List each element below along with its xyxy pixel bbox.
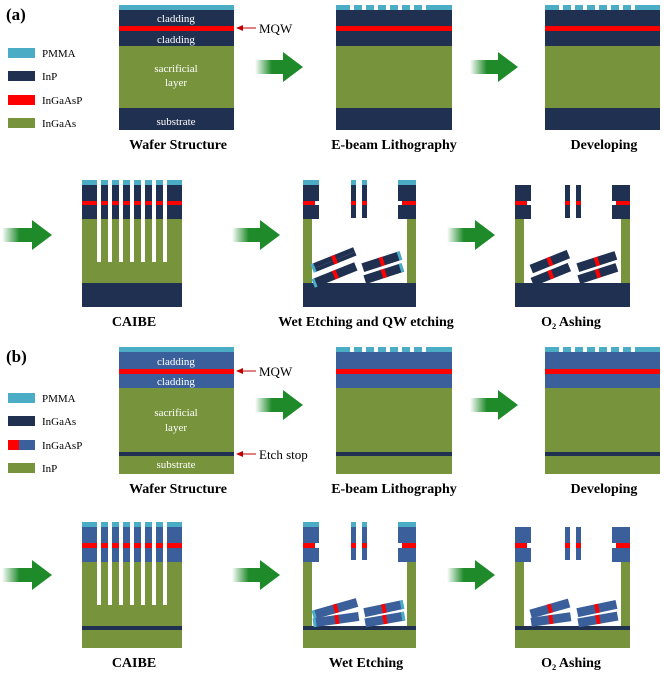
process-arrow — [2, 560, 52, 590]
step-label-ebeam-lithography: E-beam Lithography — [331, 138, 457, 153]
legend-swatch — [8, 463, 35, 473]
o2-ashing-a — [515, 185, 630, 307]
legend-label: InP — [42, 463, 57, 475]
layer-label-cladding-bottom: cladding — [157, 34, 195, 46]
layer-label-cladding-top: cladding — [157, 356, 195, 368]
wafer-structure-a: cladding cladding sacrificial layer subs… — [119, 5, 234, 130]
legend-swatch-ingaasp-red — [8, 440, 19, 450]
process-arrow — [470, 390, 518, 420]
layer-label-substrate: substrate — [156, 459, 195, 471]
developing-b — [545, 347, 660, 474]
process-arrow — [2, 220, 52, 250]
step-label-wafer-structure: Wafer Structure — [129, 482, 227, 497]
process-arrow — [255, 390, 303, 420]
step-label-ebeam-lithography: E-beam Lithography — [331, 482, 457, 497]
legend-swatch-pmma — [8, 393, 35, 403]
wafer-structure-b: cladding cladding sacrificial layer subs… — [119, 347, 234, 474]
legend-swatch — [8, 416, 35, 426]
ebeam-lithography-a — [336, 5, 452, 130]
legend-label: PMMA — [42, 393, 76, 405]
layer-label-substrate: substrate — [156, 116, 195, 128]
legend-swatch — [8, 71, 35, 81]
legend-label: InGaAs — [42, 118, 76, 130]
step-label-caibe: CAIBE — [112, 315, 156, 330]
wet-etching-a — [303, 180, 416, 307]
legend-b: PMMA InGaAs InGaAsP InP — [8, 393, 82, 475]
legend-label: PMMA — [42, 48, 76, 60]
ebeam-lithography-b — [336, 347, 452, 474]
layer-label-sacrificial: sacrificial — [154, 407, 197, 419]
mqw-callout-b: MQW — [236, 364, 293, 379]
panel-a-label: (a) — [6, 5, 26, 24]
etch-stop-callout-b: Etch stop — [236, 447, 308, 462]
process-arrow — [470, 52, 518, 82]
legend-swatch-pmma — [8, 48, 35, 58]
layer-label-sacrificial: sacrificial — [154, 63, 197, 75]
legend-a: PMMA InP InGaAsP InGaAs — [8, 48, 82, 130]
step-label-wafer-structure: Wafer Structure — [129, 138, 227, 153]
layer-label-cladding-bottom: cladding — [157, 376, 195, 388]
mqw-label: MQW — [259, 364, 293, 379]
wet-etching-b — [303, 522, 416, 648]
panel-a: (a) PMMA InP InGaAsP InGaAs cladding cla… — [2, 5, 660, 330]
panel-b: (b) PMMA InGaAs InGaAsP InP cladding cla… — [2, 347, 660, 671]
panel-b-label: (b) — [6, 347, 27, 366]
legend-label: InGaAsP — [42, 440, 82, 452]
process-arrow — [255, 52, 303, 82]
legend-swatch — [8, 118, 35, 128]
legend-swatch-ingaasp-blue — [19, 440, 35, 450]
step-label-wet-etching-qw: Wet Etching and QW etching — [278, 315, 454, 330]
step-label-developing: Developing — [571, 482, 638, 497]
layer-label-layer: layer — [165, 422, 187, 434]
legend-label: InGaAs — [42, 416, 76, 428]
legend-label: InP — [42, 71, 57, 83]
step-label-o2-ashing: O₂ Ashing — [541, 315, 601, 330]
process-arrow — [232, 560, 280, 590]
caibe-b — [82, 522, 182, 648]
o2-ashing-b — [515, 527, 630, 648]
mqw-label: MQW — [259, 21, 293, 36]
step-label-developing: Developing — [571, 138, 638, 153]
etch-stop-label: Etch stop — [259, 447, 308, 462]
process-arrow — [232, 220, 280, 250]
step-label-caibe: CAIBE — [112, 656, 156, 671]
legend-swatch-ingaasp — [8, 95, 35, 105]
process-arrow — [447, 220, 495, 250]
step-label-o2-ashing: O₂ Ashing — [541, 656, 601, 671]
step-label-wet-etching: Wet Etching — [329, 656, 403, 671]
mqw-callout-a: MQW — [236, 21, 293, 36]
layer-label-cladding-top: cladding — [157, 13, 195, 25]
developing-a — [545, 5, 660, 130]
caibe-a — [82, 180, 182, 307]
legend-label: InGaAsP — [42, 95, 82, 107]
process-arrow — [447, 560, 495, 590]
layer-label-layer: layer — [165, 77, 187, 89]
